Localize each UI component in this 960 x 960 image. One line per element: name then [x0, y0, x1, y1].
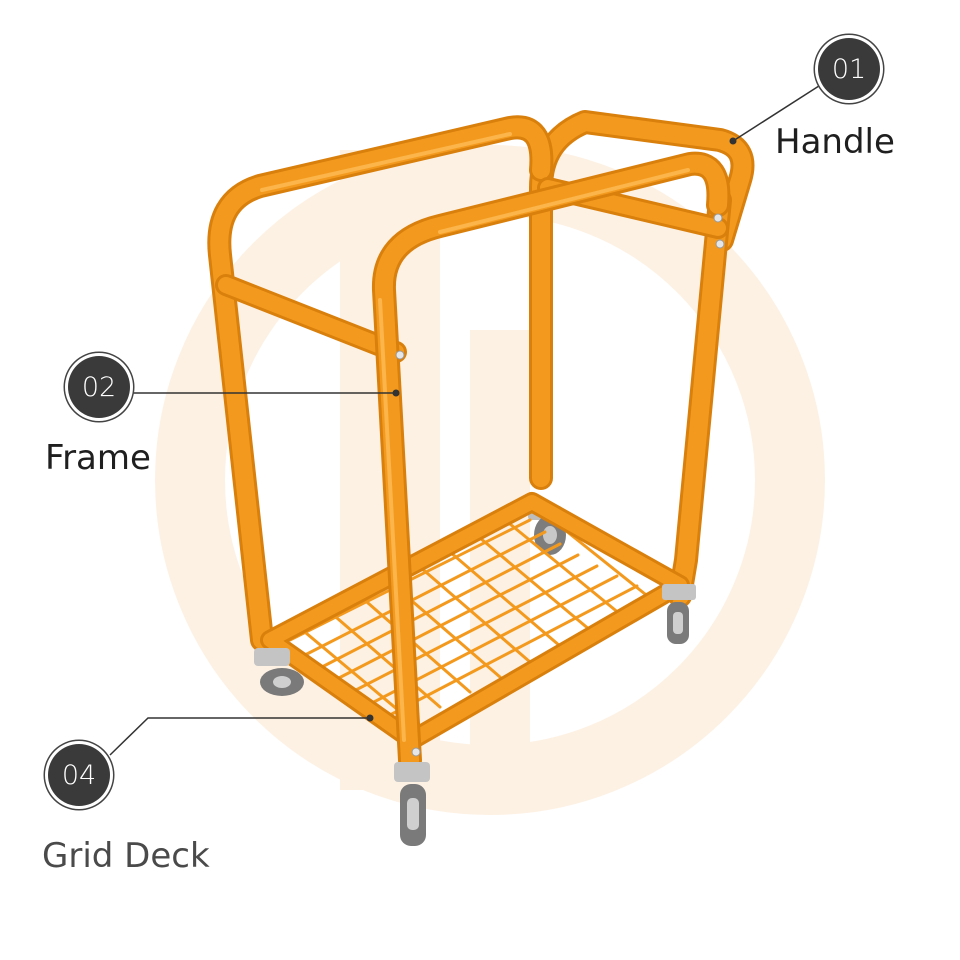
caster-front-right: [662, 584, 696, 644]
leader-dots: [366, 137, 737, 722]
callout-label-frame: Frame: [45, 438, 151, 478]
callout-badge-frame: 02: [68, 356, 130, 418]
brand-logo-watermark: [155, 145, 825, 815]
leader-line-grid-deck: [109, 717, 370, 756]
callout-badge-handle: 01: [818, 38, 880, 100]
callout-badge-grid-deck: 04: [48, 744, 110, 806]
callout-label-grid-deck: Grid Deck: [42, 836, 210, 876]
callout-label-handle: Handle: [775, 122, 895, 162]
caster-front-left: [254, 648, 304, 696]
leader-lines: [109, 83, 823, 756]
frame-bolts: [395, 213, 725, 757]
leader-line-handle: [732, 83, 823, 142]
caster-front-center: [394, 762, 430, 846]
